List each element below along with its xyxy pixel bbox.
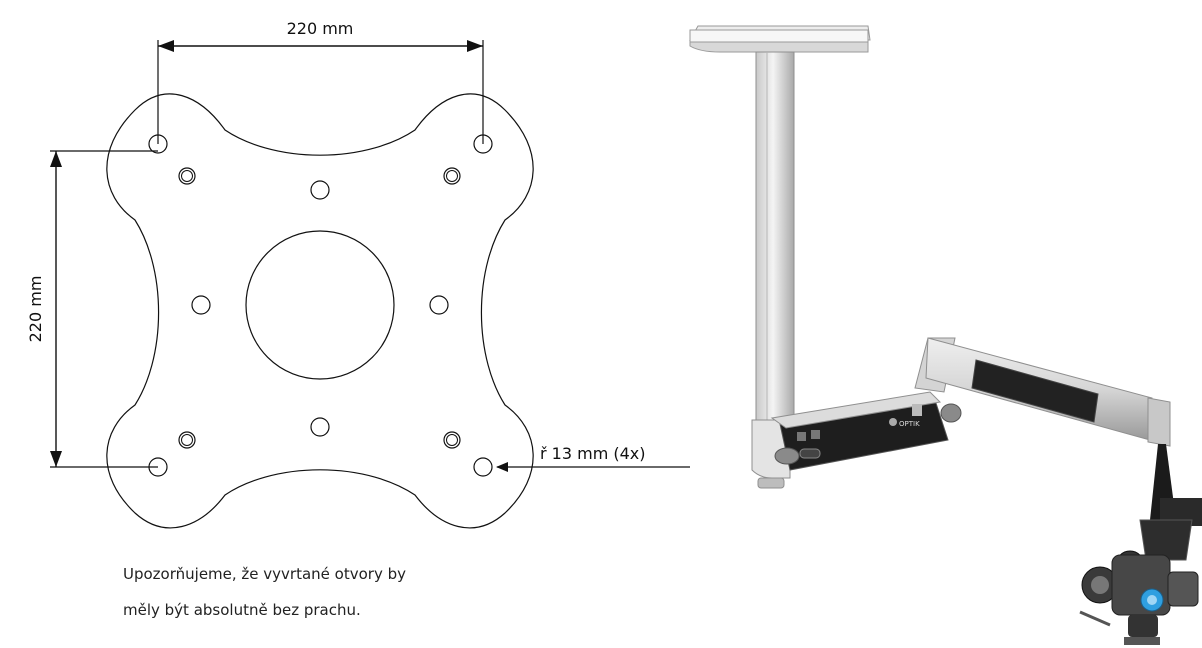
hole-middle-left [191, 295, 211, 315]
hole-top-center [310, 180, 330, 200]
note-line-1: Upozorňujeme, že vyvrtané otvory by [123, 565, 406, 583]
hole-callout: ř 13 mm (4x) [496, 444, 690, 472]
brand-logo-text: OPTIK [899, 420, 920, 428]
hole-middle-right [429, 295, 449, 315]
dimension-width: 220 mm [157, 19, 484, 144]
mounting-hole-bottom-right [473, 457, 493, 477]
bolt-hole-bottom-right [443, 431, 461, 449]
hole-bottom-center [310, 417, 330, 437]
dim-width-label: 220 mm [287, 19, 354, 38]
bolt-hole-top-right [443, 167, 461, 185]
dust-warning-note: Upozorňujeme, že vyvrtané otvory by měly… [123, 556, 543, 628]
hole-diameter-label: ř 13 mm (4x) [540, 444, 646, 463]
center-hole [245, 230, 395, 380]
mounting-plate [106, 93, 534, 529]
dim-height-label: 220 mm [26, 276, 45, 343]
microscope-head [1079, 550, 1199, 645]
note-line-2: měly být absolutně bez prachu. [123, 601, 361, 619]
dimension-height: 220 mm [26, 150, 158, 468]
bolt-hole-top-left [178, 167, 196, 185]
bolt-hole-bottom-left [178, 431, 196, 449]
microscope-illustration: OPTIK [689, 25, 1202, 645]
